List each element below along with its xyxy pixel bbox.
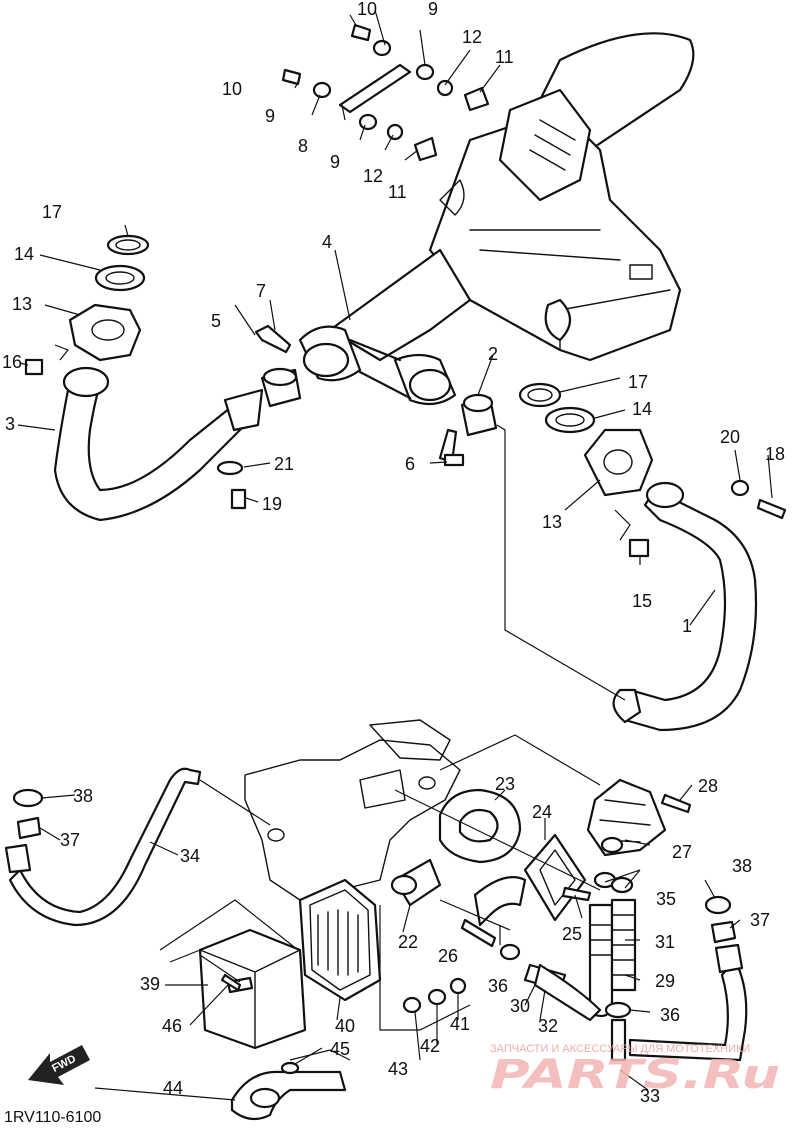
hardware-small-parts [24, 23, 787, 558]
exhaust-pipe-right [612, 481, 758, 732]
callout-37: 37 [60, 830, 80, 850]
air-filter-element [298, 878, 382, 1002]
lower-small-hardware [220, 793, 692, 1014]
callout-leaders [17, 9, 773, 1101]
engine-block-outline [244, 719, 461, 901]
callout-36: 36 [488, 976, 508, 996]
watermark-tagline: ЗАПЧАСТИ И АКСЕССУАРЫ ДЛЯ МОТОТЕХНИКИ [490, 1043, 750, 1055]
hose-clamps [499, 871, 634, 1019]
callout-11: 11 [388, 182, 407, 202]
callout-2: 2 [488, 344, 498, 364]
callout-3: 3 [5, 414, 15, 434]
callout-22: 22 [398, 932, 418, 952]
callout-39: 39 [140, 974, 160, 994]
muffler-assembly [328, 32, 695, 362]
watermark-site: PARTS.Ru [490, 1052, 780, 1098]
callout-17: 17 [42, 202, 62, 222]
callout-45: 45 [330, 1039, 350, 1059]
callout-10: 10 [222, 79, 242, 99]
callout-24: 24 [532, 802, 552, 822]
callout-28: 28 [698, 776, 718, 796]
callout-40: 40 [335, 1016, 355, 1036]
callout-10: 10 [357, 0, 377, 19]
callout-18: 18 [765, 444, 785, 464]
callout-15: 15 [632, 591, 652, 611]
watermark: ЗАПЧАСТИ И АКСЕССУАРЫ ДЛЯ МОТОТЕХНИКИ PA… [490, 1043, 780, 1098]
muffler-inlet-pipes [298, 325, 457, 406]
drain-pipe [230, 1061, 347, 1121]
callout-5: 5 [211, 311, 221, 331]
callout-42: 42 [420, 1036, 440, 1056]
assembly-lines-lower [159, 734, 601, 1061]
callout-8: 8 [298, 136, 308, 156]
breather-hose-left [4, 767, 202, 927]
callout-14: 14 [14, 244, 34, 264]
callout-4: 4 [322, 232, 332, 252]
callout-41: 41 [450, 1014, 470, 1034]
callout-9: 9 [265, 106, 275, 126]
callout-37: 37 [750, 910, 770, 930]
air-induction-valve [438, 778, 667, 864]
callout-38: 38 [73, 786, 93, 806]
callout-36: 36 [660, 1005, 680, 1025]
callout-12: 12 [462, 27, 482, 47]
reed-valve-bracket [523, 833, 587, 922]
callout-9: 9 [330, 152, 340, 172]
callout-19: 19 [262, 494, 282, 514]
air-hoses [390, 858, 637, 1062]
callout-23: 23 [495, 774, 515, 794]
callout-1: 1 [682, 616, 692, 636]
callout-numbers: 10 9 12 11 10 9 8 9 12 11 17 14 13 16 3 … [2, 0, 785, 1106]
diagram-code: 1RV110-6100 [4, 1109, 101, 1126]
callout-26: 26 [438, 946, 458, 966]
assembly-lines-upper [54, 344, 631, 701]
gasket-parts [94, 234, 596, 437]
callout-35: 35 [656, 889, 676, 909]
callout-11: 11 [495, 47, 514, 67]
breather-hose-right [628, 895, 748, 1062]
callout-16: 16 [2, 352, 22, 372]
callout-43: 43 [388, 1059, 408, 1079]
callout-31: 31 [655, 932, 675, 952]
callout-21: 21 [274, 454, 294, 474]
callout-17: 17 [628, 372, 648, 392]
callout-13: 13 [542, 512, 562, 532]
callout-44: 44 [163, 1078, 183, 1098]
callout-25: 25 [562, 924, 582, 944]
callout-32: 32 [538, 1016, 558, 1036]
callout-29: 29 [655, 971, 675, 991]
callout-13: 13 [12, 294, 32, 314]
callout-7: 7 [256, 281, 266, 301]
callout-9: 9 [428, 0, 438, 19]
callout-12: 12 [363, 166, 383, 186]
callout-6: 6 [405, 454, 415, 474]
callout-27: 27 [672, 842, 692, 862]
exhaust-pipe-left [53, 366, 264, 522]
callout-33: 33 [640, 1086, 660, 1106]
callout-46: 46 [162, 1016, 182, 1036]
exhaust-flange [68, 303, 654, 497]
callout-38: 38 [732, 856, 752, 876]
callout-14: 14 [632, 399, 652, 419]
air-filter-case [198, 928, 307, 1050]
callout-30: 30 [510, 996, 530, 1016]
callout-34: 34 [180, 846, 200, 866]
forward-direction-arrow: FWD [28, 1045, 90, 1085]
callout-20: 20 [720, 427, 740, 447]
